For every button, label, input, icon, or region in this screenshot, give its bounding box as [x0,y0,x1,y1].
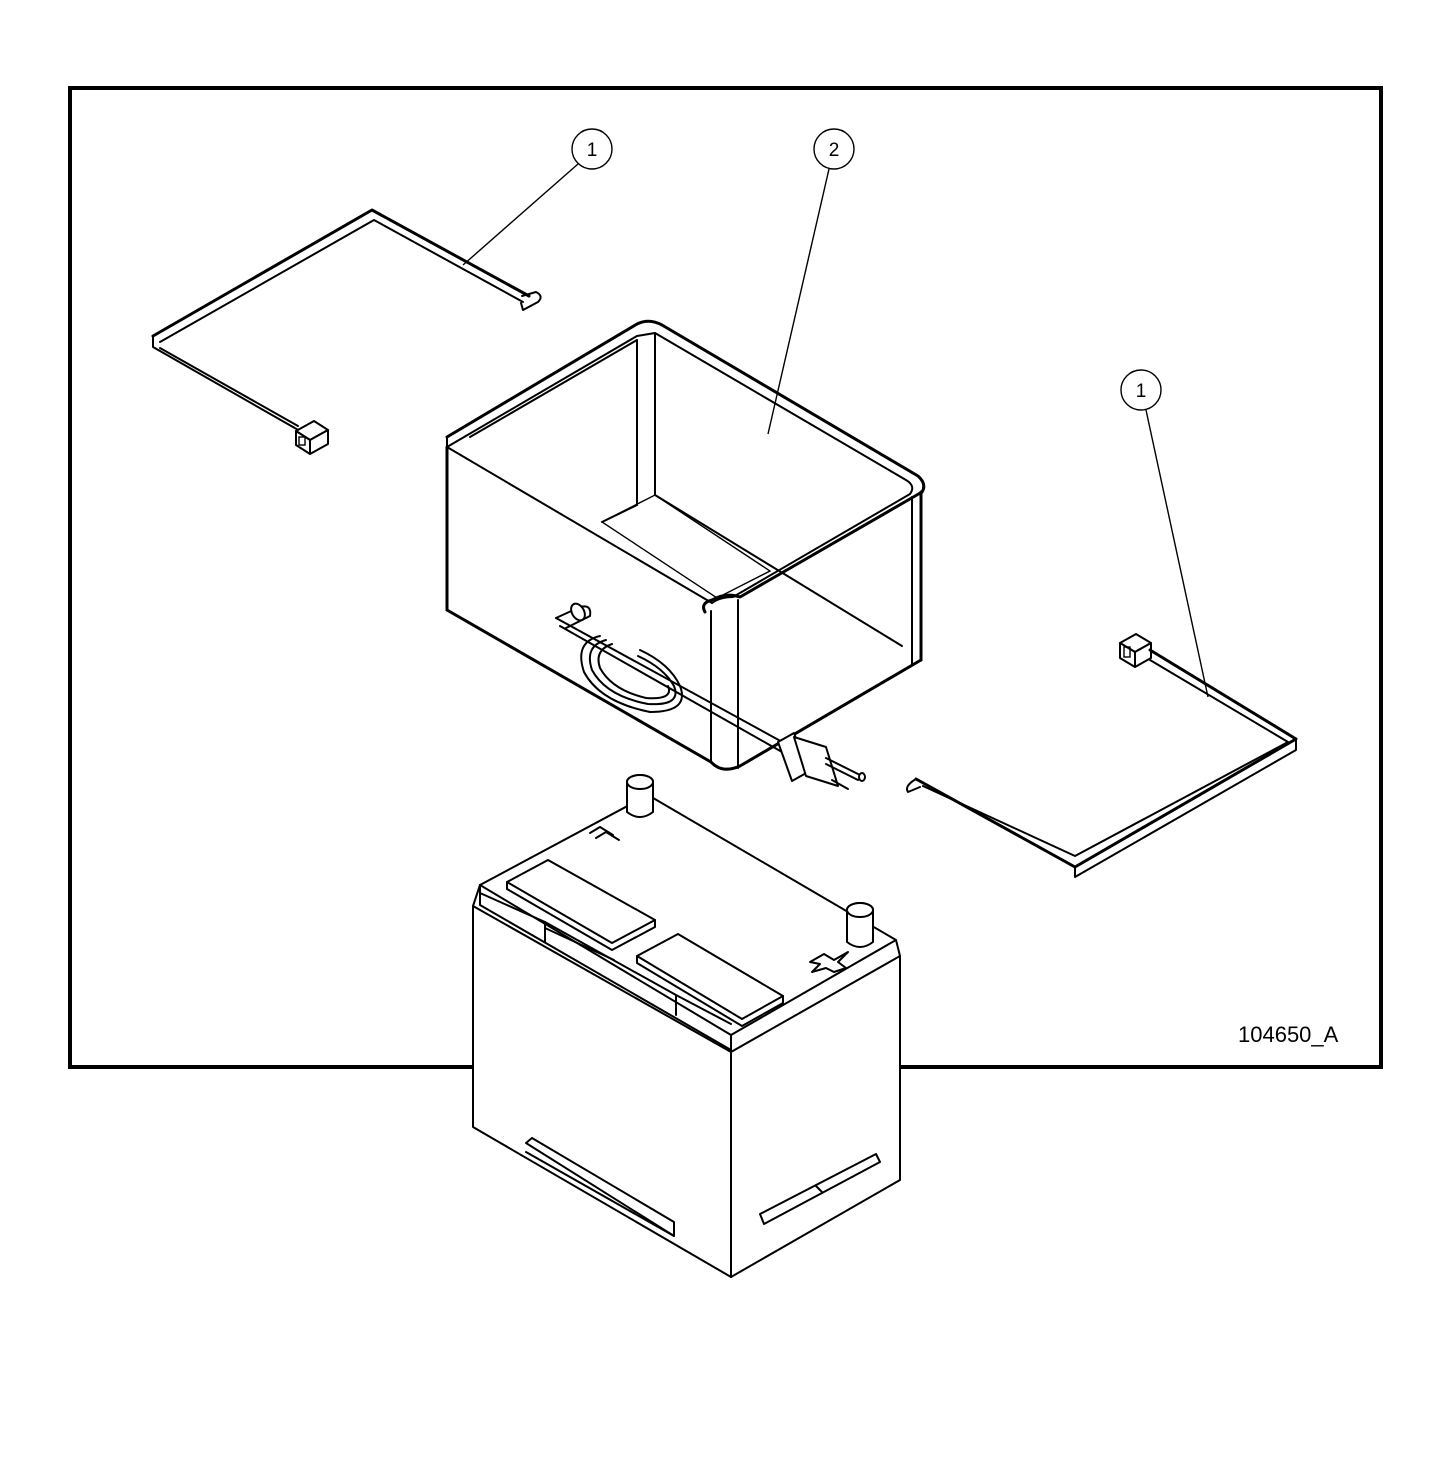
battery-box [445,319,926,790]
callout-label: 2 [829,140,840,161]
drawing-id-label: 104650_A [1238,1022,1339,1047]
callout-2[interactable]: 2 [767,128,855,435]
strap-right [906,633,1298,878]
callout-label: 1 [587,140,598,161]
callout-1-right[interactable]: 1 [1120,369,1209,698]
callout-1-left[interactable]: 1 [462,128,613,266]
strap-left [151,208,542,455]
callout-label: 1 [1136,381,1147,402]
battery [472,774,901,1278]
